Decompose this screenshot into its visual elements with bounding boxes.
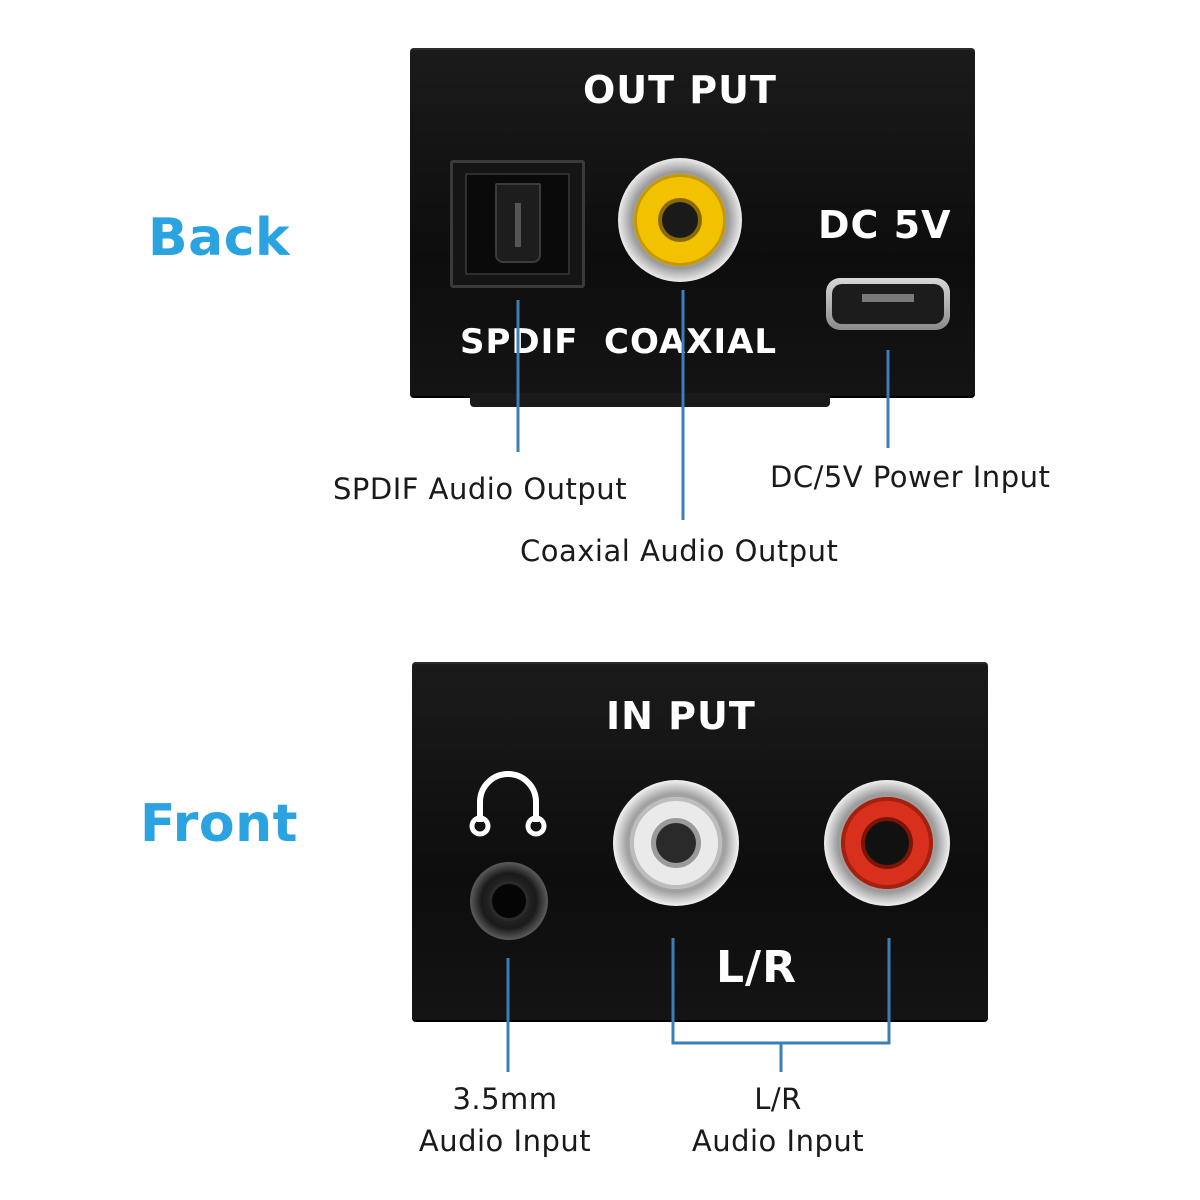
jack-3-5mm-port	[470, 862, 548, 940]
power-callout: DC/5V Power Input	[770, 460, 1051, 494]
lr-leader-bracket	[671, 938, 891, 1045]
lr-callout: L/R Audio Input	[678, 1078, 878, 1162]
back-label: Back	[148, 208, 291, 268]
coaxial-label: COAXIAL	[604, 322, 778, 362]
lr-callout-line1: L/R	[754, 1082, 802, 1116]
headphone-icon	[469, 771, 547, 837]
front-label: Front	[140, 794, 298, 854]
rca-left-white-port	[613, 780, 739, 906]
jack-callout-line1: 3.5mm	[452, 1082, 558, 1116]
jack-callout: 3.5mm Audio Input	[405, 1078, 605, 1162]
micro-usb-port	[826, 278, 950, 330]
dc-5v-label: DC 5V	[818, 203, 952, 247]
front-panel-heading: IN PUT	[606, 694, 756, 738]
spdif-port	[450, 160, 585, 288]
rca-right-red-port	[824, 780, 950, 906]
lr-panel-label: L/R	[716, 942, 797, 993]
coaxial-port	[618, 158, 742, 282]
jack-callout-line2: Audio Input	[418, 1124, 592, 1158]
back-panel-heading: OUT PUT	[583, 68, 777, 112]
lr-callout-line2: Audio Input	[691, 1124, 865, 1158]
coaxial-callout: Coaxial Audio Output	[520, 534, 839, 568]
spdif-callout: SPDIF Audio Output	[333, 472, 628, 506]
back-panel-rail	[470, 393, 830, 407]
